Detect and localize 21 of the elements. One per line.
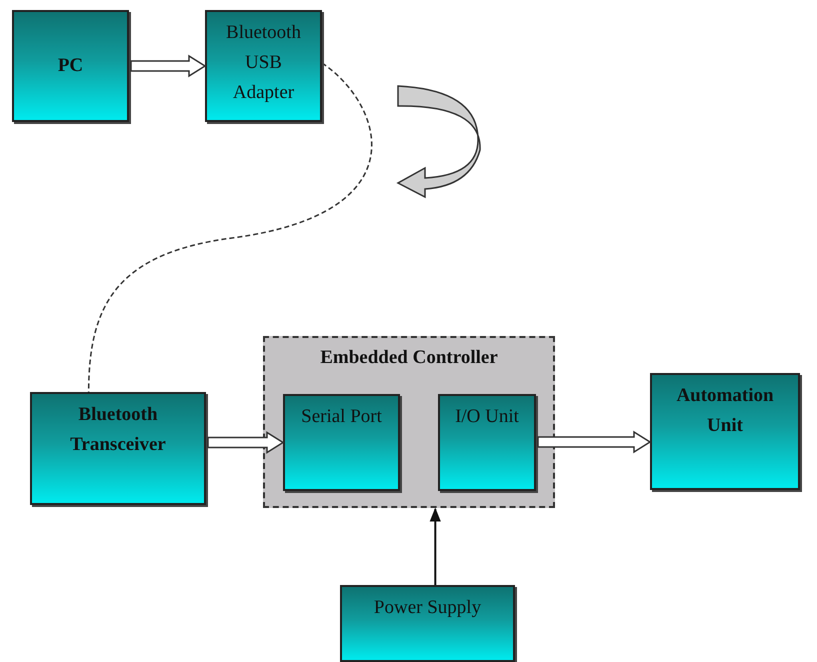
process-box [438,394,536,491]
node-label: PC [56,54,84,78]
group-title: Embedded Controller [319,346,499,370]
node-label: Power Supply [372,596,482,620]
hollow-arrow [207,431,284,454]
node-label: Bluetooth USB Adapter [225,21,302,105]
dashed-connector [88,62,372,392]
hollow-arrow [537,430,652,454]
process-box [205,10,322,122]
hollow-arrow [130,54,206,78]
group-box [263,336,555,508]
process-box [340,585,515,662]
process-box [30,392,206,505]
node-label: I/O Unit [454,405,520,429]
node-label: Serial Port [300,405,383,429]
node-label: Bluetooth Transceiver [69,403,167,457]
arrow [430,508,441,585]
process-box [283,394,400,491]
node-label: Automation Unit [675,384,775,438]
process-box [650,373,800,490]
process-box [12,10,129,122]
